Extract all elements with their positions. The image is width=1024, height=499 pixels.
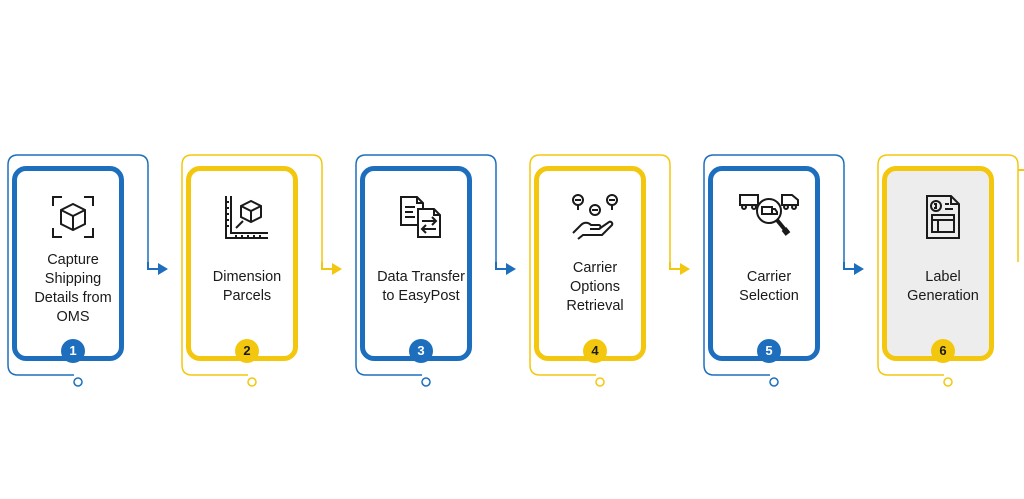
step-5: Carrier Selection 5 [696,158,862,390]
step-anchor-dot [73,377,83,387]
step-number-badge: 5 [757,339,781,363]
step-number-badge: 2 [235,339,259,363]
step-number-badge: 6 [931,339,955,363]
connector-line [843,262,854,270]
truck-search-icon [713,191,825,243]
step-outer-frame [877,154,1019,376]
step-number-badge: 1 [61,339,85,363]
step-card: Carrier Selection 5 [708,166,820,363]
step-card: Capture Shipping Details from OMS 1 [12,166,124,363]
step-anchor-dot [421,377,431,387]
invoice-label-icon [887,191,999,243]
step-label: Carrier Options Retrieval [566,260,624,314]
step-3: Data Transfer to EasyPost 3 [348,158,514,390]
step-number-badge: 4 [583,339,607,363]
connector-arrowhead [680,263,690,275]
step-label: Carrier Selection [739,269,799,304]
step-label: Dimension Parcels [212,269,282,304]
step-outer-frame [529,154,671,376]
step-1: Capture Shipping Details from OMS 1 [0,158,166,390]
step-4: Carrier Options Retrieval 4 [522,158,688,390]
step-card: Carrier Options Retrieval 4 [534,166,646,363]
step-outer-frame [355,154,497,376]
step-outer-frame [181,154,323,376]
step-anchor-dot [595,377,605,387]
step-label: Data Transfer to EasyPost [377,269,465,304]
connector-line [495,262,506,270]
step-anchor-dot [943,377,953,387]
file-transfer-icon [365,191,477,243]
connector-arrowhead [854,263,864,275]
step-number-badge: 3 [409,339,433,363]
connector-line [669,262,680,270]
step-card: Label Generation 6 [882,166,994,363]
connector-arrowhead [332,263,342,275]
step-card: Dimension Parcels 2 [186,166,298,363]
step-anchor-dot [769,377,779,387]
connector-arrowhead [506,263,516,275]
step-anchor-dot [247,377,257,387]
step-outer-frame [7,154,149,376]
hand-options-icon [539,191,651,243]
step-label: Capture Shipping Details from OMS [34,252,112,325]
step-outer-frame [703,154,845,376]
step-2: Dimension Parcels 2 [174,158,340,390]
step-card: Data Transfer to EasyPost 3 [360,166,472,363]
scan-box-icon [17,191,129,243]
connector-arrowhead [158,263,168,275]
connector-line [321,262,332,270]
dimension-ruler-icon [191,191,303,243]
connector-line [147,262,158,270]
step-label: Label Generation [907,269,979,304]
step-6: Label Generation 6 [870,158,1024,390]
